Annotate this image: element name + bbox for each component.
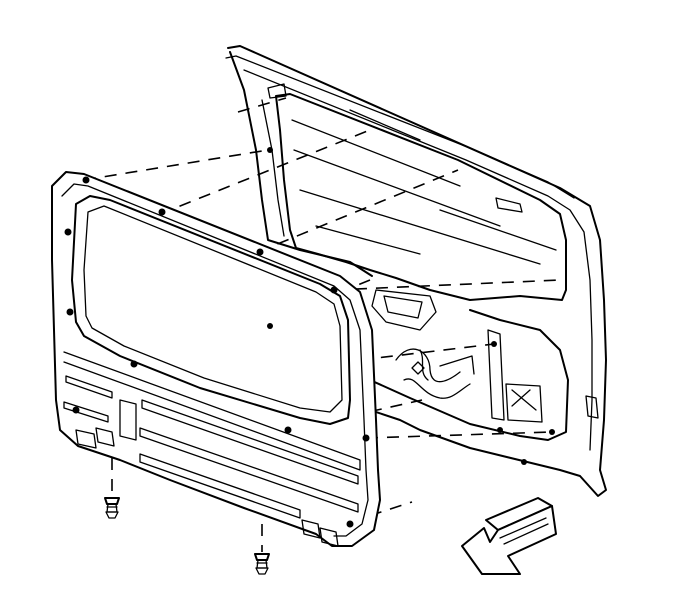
trim-rib-short bbox=[65, 375, 113, 399]
liftgate-left-pillar-inner bbox=[261, 99, 285, 237]
clip-hole bbox=[491, 341, 497, 347]
push-pin-fastener bbox=[104, 497, 120, 519]
view-direction-arrow-icon bbox=[461, 497, 557, 575]
liftgate-upper-clip bbox=[267, 83, 287, 99]
alignment-line bbox=[333, 279, 561, 291]
liftgate-right-latch-box bbox=[505, 383, 543, 423]
alignment-line bbox=[159, 129, 371, 215]
trim-rib bbox=[139, 453, 301, 519]
trim-bottom-tab bbox=[319, 527, 339, 547]
alignment-line bbox=[83, 149, 269, 181]
clip-retainer bbox=[82, 176, 90, 184]
liftgate-handle-inner bbox=[383, 295, 423, 319]
arrow-shade bbox=[503, 523, 549, 545]
glass-line bbox=[299, 189, 541, 265]
trim-rib-short bbox=[63, 401, 109, 423]
alignment-line bbox=[359, 343, 495, 361]
trim-panel-rim bbox=[61, 183, 369, 537]
clip-retainer bbox=[64, 228, 72, 236]
clip-retainer bbox=[346, 520, 354, 528]
fastener-body bbox=[106, 503, 118, 513]
clip-retainer bbox=[130, 360, 138, 368]
liftgate-top-rim bbox=[225, 55, 575, 199]
clip-hole bbox=[497, 427, 503, 433]
clip-retainer bbox=[330, 286, 338, 294]
liftgate-side-channel bbox=[487, 329, 505, 421]
fastener-tip bbox=[105, 511, 119, 519]
clip-retainer bbox=[158, 208, 166, 216]
alignment-line bbox=[237, 97, 287, 113]
clip-retainer bbox=[362, 434, 370, 442]
liftgate-top-rim-inner bbox=[243, 69, 593, 451]
arrow-edge bbox=[551, 505, 557, 535]
liftgate-connector bbox=[411, 361, 425, 375]
trim-clip-retainers bbox=[64, 147, 555, 528]
clip-hole bbox=[549, 429, 555, 435]
liftgate-hinge-tab bbox=[585, 395, 599, 419]
glass-line bbox=[349, 109, 421, 141]
glass-line bbox=[439, 209, 557, 251]
fastener-head bbox=[254, 553, 270, 561]
trim-panel-pull-slot bbox=[119, 399, 137, 441]
arrow-shade bbox=[499, 517, 547, 539]
liftgate-stop-bumper bbox=[495, 197, 523, 213]
liftgate-trim-panel bbox=[51, 147, 555, 547]
liftgate-handle-recess bbox=[371, 289, 437, 331]
fastener-body bbox=[256, 559, 268, 569]
clip-retainer bbox=[66, 308, 74, 316]
trim-bottom-tab bbox=[95, 427, 115, 447]
glass-line bbox=[293, 149, 501, 227]
trim-bottom-tab bbox=[75, 429, 97, 449]
fastener-head bbox=[104, 497, 120, 505]
clip-hole bbox=[521, 459, 527, 465]
alignment-line bbox=[365, 431, 553, 439]
clip-retainer bbox=[72, 406, 80, 414]
glass-line bbox=[291, 119, 461, 187]
trim-rib bbox=[63, 351, 361, 471]
liftgate-wiring bbox=[395, 348, 475, 399]
push-pin-fastener bbox=[254, 553, 270, 575]
alignment-line bbox=[257, 169, 459, 253]
trim-rib bbox=[141, 399, 359, 485]
trim-panel-outer bbox=[51, 171, 381, 547]
fastener-tip bbox=[255, 567, 269, 575]
glass-line bbox=[315, 225, 421, 255]
liftgate-glass-opening bbox=[275, 93, 567, 301]
liftgate-outer-edge bbox=[227, 45, 607, 497]
clip-hole bbox=[267, 147, 273, 153]
clip-retainer bbox=[256, 248, 264, 256]
trim-panel-window-opening bbox=[71, 195, 351, 425]
trim-rib bbox=[139, 427, 359, 513]
trim-panel-window-inner bbox=[83, 205, 343, 413]
liftgate-latch-detail bbox=[511, 389, 537, 411]
trim-bottom-tab bbox=[301, 519, 321, 539]
clip-retainer bbox=[284, 426, 292, 434]
clip-hole bbox=[267, 323, 273, 329]
